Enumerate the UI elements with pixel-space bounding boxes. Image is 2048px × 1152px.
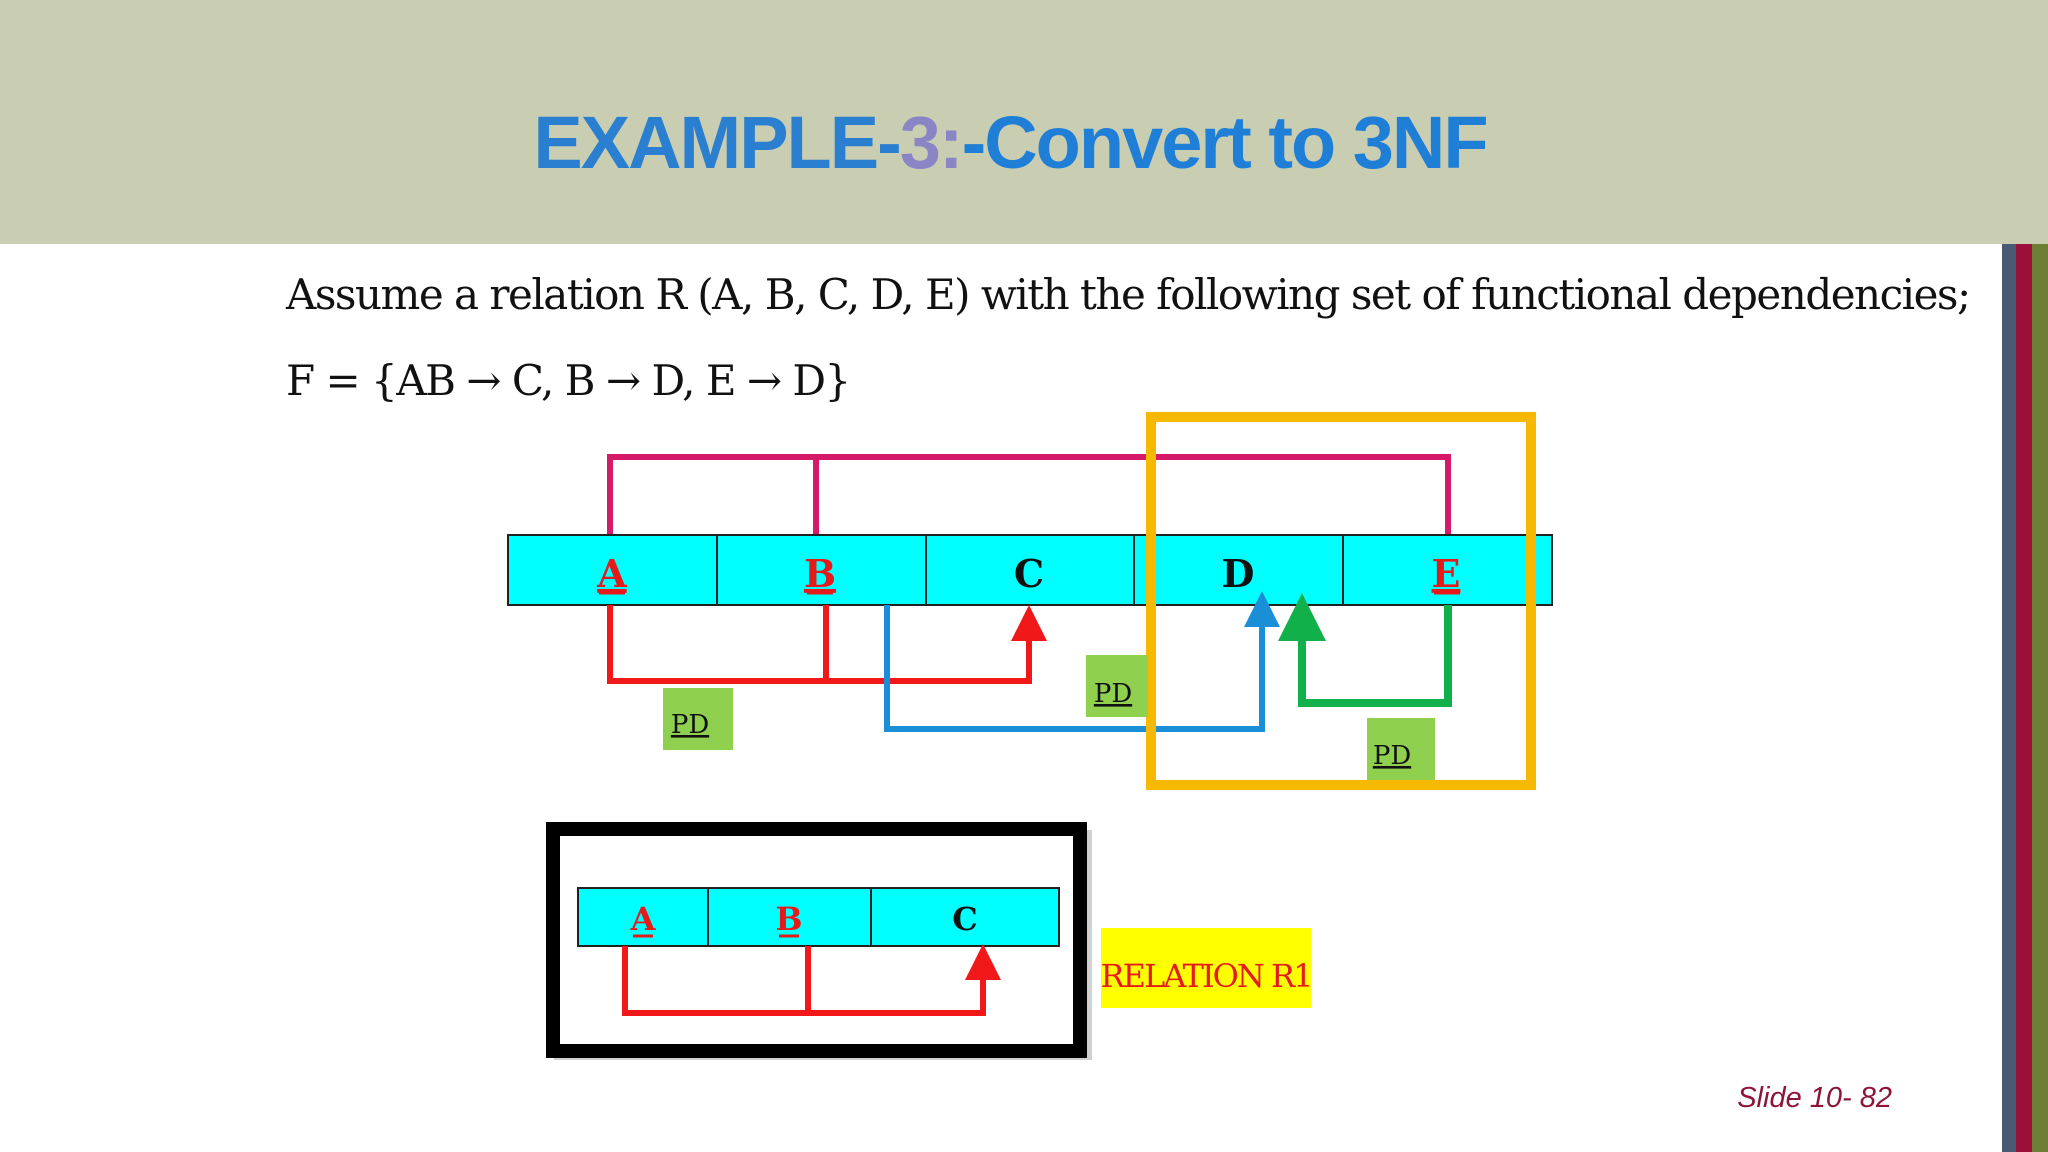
pd-box-3	[1367, 718, 1435, 780]
attr-e-label: E	[1432, 551, 1461, 596]
side-stripe-slate	[2002, 244, 2016, 1152]
slide-number: Slide 10- 82	[1737, 1082, 1892, 1114]
side-stripe-olive	[2032, 244, 2048, 1152]
side-stripe-crimson	[2016, 244, 2032, 1152]
title-part-text: -Convert to 3NF	[961, 101, 1489, 184]
relation-r1-label: RELATION R1	[1101, 957, 1312, 995]
attr-d-label: D	[1222, 551, 1255, 596]
r1-arrow-ab-to-c	[622, 944, 1001, 1016]
attr-b-label: B	[804, 551, 836, 596]
arrow-ab-to-c	[607, 605, 1047, 684]
slide-title: EXAMPLE-3:-Convert to 3NF	[0, 100, 2020, 185]
r1-attr-b-label: B	[775, 900, 802, 938]
pd-label-3: PD	[1373, 741, 1411, 771]
r1-cell-c	[870, 887, 1060, 947]
title-part-number: 3:	[899, 101, 964, 184]
r1-attr-c-label: C	[952, 900, 977, 938]
statement-text: Assume a relation R (A, B, C, D, E) with…	[286, 270, 1971, 319]
arrow-b-to-d	[884, 591, 1280, 732]
pd-label-1: PD	[671, 710, 709, 740]
fd-set-text: F = {AB → C, B → D, E → D}	[286, 356, 851, 405]
attr-a-label: A	[596, 551, 627, 596]
r1-attr-a-label: A	[630, 900, 657, 938]
title-part-example: EXAMPLE-	[533, 101, 901, 184]
attr-c-label: C	[1014, 551, 1044, 596]
decomposition-highlight-box	[1146, 412, 1536, 790]
pd-label-2: PD	[1094, 679, 1132, 709]
relation-r1-label-box	[1101, 928, 1311, 1008]
pd-box-1	[663, 688, 733, 750]
arrow-e-to-d	[1278, 593, 1452, 707]
key-bracket	[607, 454, 1451, 535]
title-band	[0, 0, 2048, 244]
pd-box-2	[1086, 655, 1148, 717]
